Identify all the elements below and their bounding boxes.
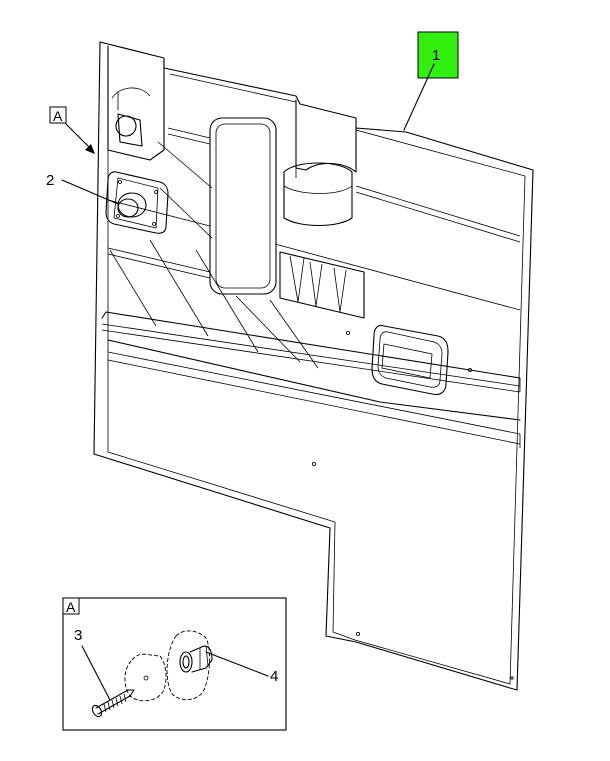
callout-2-leader	[61, 179, 119, 205]
push-clip	[179, 645, 213, 673]
view-ref-a-box	[49, 106, 67, 124]
upper-hinge-bracket	[107, 45, 165, 161]
fastener-holes	[311, 330, 514, 680]
view-ref-a-arrow-line	[65, 123, 93, 151]
callout-3[interactable]: 3	[74, 627, 111, 701]
switch-bezel	[371, 324, 449, 396]
callout-4-leader	[205, 651, 269, 677]
speaker-pocket	[279, 251, 365, 319]
detail-ref-box	[62, 597, 80, 615]
callout-1-label: 1	[432, 47, 440, 64]
callout-4[interactable]: 4	[205, 651, 278, 685]
callout-2-label: 2	[46, 172, 54, 189]
screw	[91, 689, 135, 718]
view-ref-a-arrowhead	[85, 144, 95, 154]
callout-2[interactable]: 2	[46, 172, 119, 205]
detail-frame	[62, 597, 287, 731]
callout-4-label: 4	[270, 668, 278, 685]
callout-3-label: 3	[74, 627, 82, 644]
view-ref-a-label: A	[53, 108, 63, 124]
callout-1-box	[417, 31, 459, 79]
door-trim-panel	[93, 41, 534, 691]
view-ref-a[interactable]: A	[49, 106, 95, 154]
detail-view-a: A 3	[62, 597, 287, 731]
window-recess	[209, 117, 277, 295]
detail-ref-label: A	[66, 599, 76, 615]
lock-knob-assembly	[105, 171, 169, 234]
callout-1-leader	[403, 63, 435, 131]
detail-panel-section-left	[124, 653, 167, 702]
callout-1[interactable]: 1	[403, 31, 459, 131]
callout-3-leader	[81, 645, 111, 701]
detail-panel-section-right	[166, 630, 211, 700]
right-hinge-housing	[283, 99, 357, 226]
